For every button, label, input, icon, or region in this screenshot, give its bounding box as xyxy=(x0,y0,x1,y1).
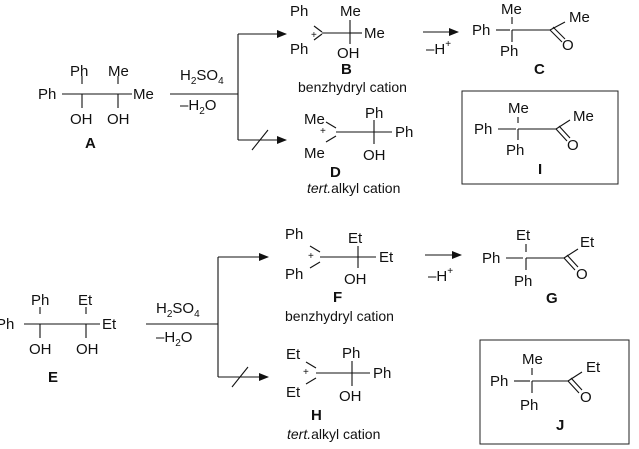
compound-C: Ph Me Ph Me O C xyxy=(472,1,590,78)
compound-label: G xyxy=(546,290,558,307)
compound-label: C xyxy=(534,61,545,78)
compound-label: H xyxy=(311,407,322,424)
phenyl-group: Ph xyxy=(482,250,500,267)
water-loss: –H2O xyxy=(156,329,192,349)
acid-reagent: H2SO4 xyxy=(156,300,200,320)
methyl-group: Me xyxy=(304,145,325,162)
phenyl-group: Ph xyxy=(500,43,518,60)
hydroxyl-group: OH xyxy=(339,388,362,405)
ethyl-group: Et xyxy=(379,249,394,266)
phenyl-group: Ph xyxy=(520,397,538,414)
phenyl-group: Ph xyxy=(38,86,56,103)
phenyl-group: Ph xyxy=(395,124,413,141)
compound-E: Ph Ph OH Et Et OH E xyxy=(0,292,117,386)
deprotonation-label: –H+ xyxy=(428,266,453,285)
compound-label: A xyxy=(85,135,96,152)
compound-J: Ph Me Ph Et O J xyxy=(479,339,630,445)
compound-F: Ph Ph + Et Et OH F benzhydryl cation xyxy=(285,226,394,324)
compound-label: F xyxy=(333,289,342,306)
hydroxyl-group: OH xyxy=(344,271,367,288)
compound-label: I xyxy=(538,161,542,178)
deprotonation-bottom: –H+ xyxy=(425,251,462,285)
methyl-group: Me xyxy=(569,9,590,26)
compound-B: Ph Ph + Me Me OH B benzhydryl cation xyxy=(290,3,407,95)
compound-label: E xyxy=(48,369,58,386)
deprotonation-top: –H+ xyxy=(423,28,459,58)
tert-alkyl-caption: tert.alkyl cation xyxy=(307,180,400,196)
compound-A: Ph Ph OH Me Me OH A xyxy=(38,63,154,152)
compound-D: Me Me + Ph Ph OH D tert.alkyl cation xyxy=(304,105,413,196)
phenyl-group: Ph xyxy=(490,373,508,390)
compound-label: B xyxy=(341,61,352,78)
phenyl-group: Ph xyxy=(285,226,303,243)
blocked-path-mark xyxy=(251,129,269,151)
carbonyl-oxygen: O xyxy=(562,37,574,54)
phenyl-group: Ph xyxy=(365,105,383,122)
phenyl-group: Ph xyxy=(506,142,524,159)
ethyl-group: Et xyxy=(286,384,301,401)
branch-arrows-bottom xyxy=(146,253,269,388)
tert-alkyl-caption: tert.alkyl cation xyxy=(287,426,380,442)
acid-reagent: H2SO4 xyxy=(180,67,224,87)
phenyl-group: Ph xyxy=(290,3,308,20)
phenyl-group: Ph xyxy=(342,345,360,362)
hydroxyl-group: OH xyxy=(70,111,93,128)
carbonyl-oxygen: O xyxy=(580,389,592,406)
methyl-group: Me xyxy=(340,3,361,20)
hydroxyl-group: OH xyxy=(107,111,130,128)
ethyl-group: Et xyxy=(586,359,601,376)
ethyl-group: Et xyxy=(348,230,363,247)
benzhydryl-caption: benzhydryl cation xyxy=(298,79,407,95)
water-loss: –H2O xyxy=(180,97,216,117)
phenyl-group: Ph xyxy=(70,63,88,80)
ethyl-group: Et xyxy=(102,316,117,333)
benzhydryl-caption: benzhydryl cation xyxy=(285,308,394,324)
methyl-group: Me xyxy=(364,25,385,42)
blocked-path-mark xyxy=(231,366,249,388)
compound-G: Ph Et Ph Et O G xyxy=(482,227,595,307)
methyl-group: Me xyxy=(573,108,594,125)
phenyl-group: Ph xyxy=(373,365,391,382)
phenyl-group: Ph xyxy=(472,22,490,39)
phenyl-group: Ph xyxy=(0,316,14,333)
methyl-group: Me xyxy=(108,63,129,80)
hydroxyl-group: OH xyxy=(337,45,360,62)
hydroxyl-group: OH xyxy=(363,147,386,164)
ethyl-group: Et xyxy=(516,227,531,244)
carbonyl-oxygen: O xyxy=(567,137,579,154)
methyl-group: Me xyxy=(501,1,522,18)
cation-charge: + xyxy=(308,251,314,262)
methyl-group: Me xyxy=(304,111,325,128)
compound-label: D xyxy=(330,164,341,181)
branch-arrows-top xyxy=(170,30,287,151)
ethyl-group: Et xyxy=(286,346,301,363)
reagents-top: H2SO4 –H2O xyxy=(180,67,224,117)
methyl-group: Me xyxy=(133,86,154,103)
compound-H: Et Et + Ph Ph OH H tert.alkyl cation xyxy=(286,345,391,442)
hydroxyl-group: OH xyxy=(76,341,99,358)
phenyl-group: Ph xyxy=(285,266,303,283)
reagents-bottom: H2SO4 –H2O xyxy=(156,300,200,349)
highlight-box xyxy=(479,339,630,445)
methyl-group: Me xyxy=(508,100,529,117)
cation-charge: + xyxy=(303,367,309,378)
hydroxyl-group: OH xyxy=(29,341,52,358)
deprotonation-label: –H+ xyxy=(426,39,451,58)
phenyl-group: Ph xyxy=(474,121,492,138)
ethyl-group: Et xyxy=(78,292,93,309)
phenyl-group: Ph xyxy=(290,41,308,58)
carbonyl-oxygen: O xyxy=(576,266,588,283)
phenyl-group: Ph xyxy=(31,292,49,309)
cation-charge: + xyxy=(320,126,326,137)
cation-charge: + xyxy=(311,30,317,41)
ethyl-group: Et xyxy=(580,234,595,251)
compound-label: J xyxy=(556,417,564,434)
highlight-box xyxy=(461,90,619,185)
methyl-group: Me xyxy=(522,351,543,368)
compound-I: Ph Me Ph Me O I xyxy=(461,90,619,185)
phenyl-group: Ph xyxy=(514,273,532,290)
